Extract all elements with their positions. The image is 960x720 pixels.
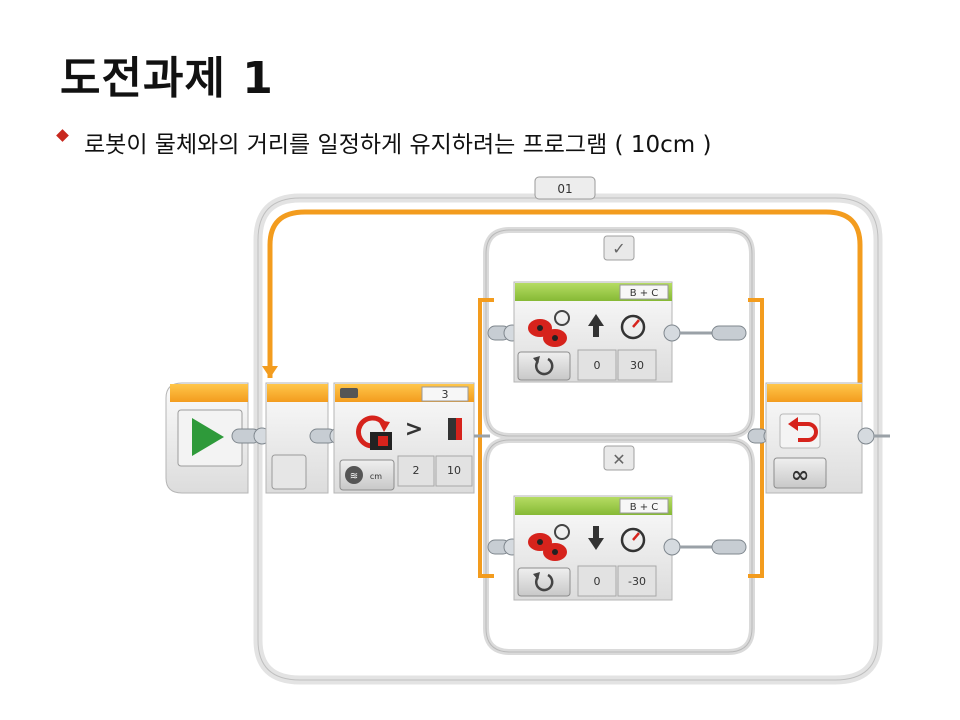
sequence-plug-icon	[663, 324, 747, 342]
move-mode-selector[interactable]	[517, 567, 571, 597]
threshold-icon	[448, 418, 462, 440]
steering-value: 0	[594, 359, 601, 372]
move-mode-selector[interactable]	[517, 351, 571, 381]
false-case-tab[interactable]	[603, 445, 635, 471]
move-ports-field[interactable]	[619, 284, 669, 300]
play-icon	[192, 418, 224, 456]
bullet-text: 로봇이 물체와의 거리를 일정하게 유지하려는 프로그램 ( 10cm )	[84, 132, 712, 158]
on-mode-icon	[535, 357, 554, 376]
true-case-tab[interactable]	[603, 235, 635, 261]
sequence-plug-icon	[663, 538, 747, 556]
power-gauge-icon	[620, 314, 646, 340]
power-input[interactable]	[617, 565, 657, 597]
on-mode-icon	[535, 573, 554, 592]
threshold-input[interactable]	[435, 455, 473, 487]
slide-title: 도전과제 1	[60, 53, 274, 104]
compare-type-input[interactable]	[397, 455, 435, 487]
steering-input[interactable]	[577, 349, 617, 381]
steering-input[interactable]	[577, 565, 617, 597]
switch-tab-icon	[340, 388, 358, 398]
loop-name-field[interactable]	[534, 176, 596, 200]
loop-name: 01	[557, 182, 572, 196]
power-gauge-icon	[620, 527, 646, 553]
switch-port-field[interactable]	[421, 386, 469, 402]
start-block[interactable]	[165, 382, 271, 494]
move-ports: B + C	[630, 502, 659, 513]
power-value: 30	[630, 359, 644, 372]
steering-motors-icon	[528, 310, 570, 347]
loop-refresh-icon	[779, 413, 821, 449]
move-ports-field[interactable]	[619, 498, 669, 514]
svg-text:≋: ≋	[350, 471, 358, 482]
switch-port: 3	[442, 388, 449, 401]
arrow-down-icon	[588, 526, 604, 550]
compare-type-value: 2	[413, 464, 420, 477]
sequence-plug-icon	[231, 427, 271, 445]
sequence-plug-icon	[857, 427, 890, 445]
arrow-up-icon	[588, 314, 604, 337]
switch-case-false[interactable]: ✕	[483, 437, 755, 655]
power-value: -30	[628, 575, 646, 588]
loop-mode-selector[interactable]	[773, 457, 827, 489]
mode-unit: cm	[370, 472, 382, 481]
x-icon: ✕	[612, 450, 625, 469]
loop-end-block[interactable]: ∞	[765, 382, 890, 494]
distance-cm-icon	[345, 466, 363, 484]
loop-block[interactable]: 01	[253, 176, 883, 685]
steering-motors-icon	[528, 524, 570, 561]
move-steering-block-false[interactable]: B + C 0 -30	[487, 495, 747, 601]
switch-bracket-left	[478, 298, 494, 578]
switch-case-true[interactable]: ✓	[483, 227, 755, 439]
ultrasonic-sensor-icon	[356, 415, 392, 450]
loop-entry-block	[265, 382, 347, 494]
power-input[interactable]	[617, 349, 657, 381]
check-icon: ✓	[612, 239, 625, 258]
move-ports: B + C	[630, 288, 659, 299]
steering-value: 0	[594, 575, 601, 588]
move-steering-block-true[interactable]: B + C 0 30	[487, 281, 747, 383]
switch-block[interactable]: 3 > ≋ cm 2 10	[333, 382, 475, 494]
threshold-value: 10	[447, 464, 461, 477]
compare-symbol: >	[405, 417, 423, 442]
infinity-icon: ∞	[791, 463, 809, 488]
